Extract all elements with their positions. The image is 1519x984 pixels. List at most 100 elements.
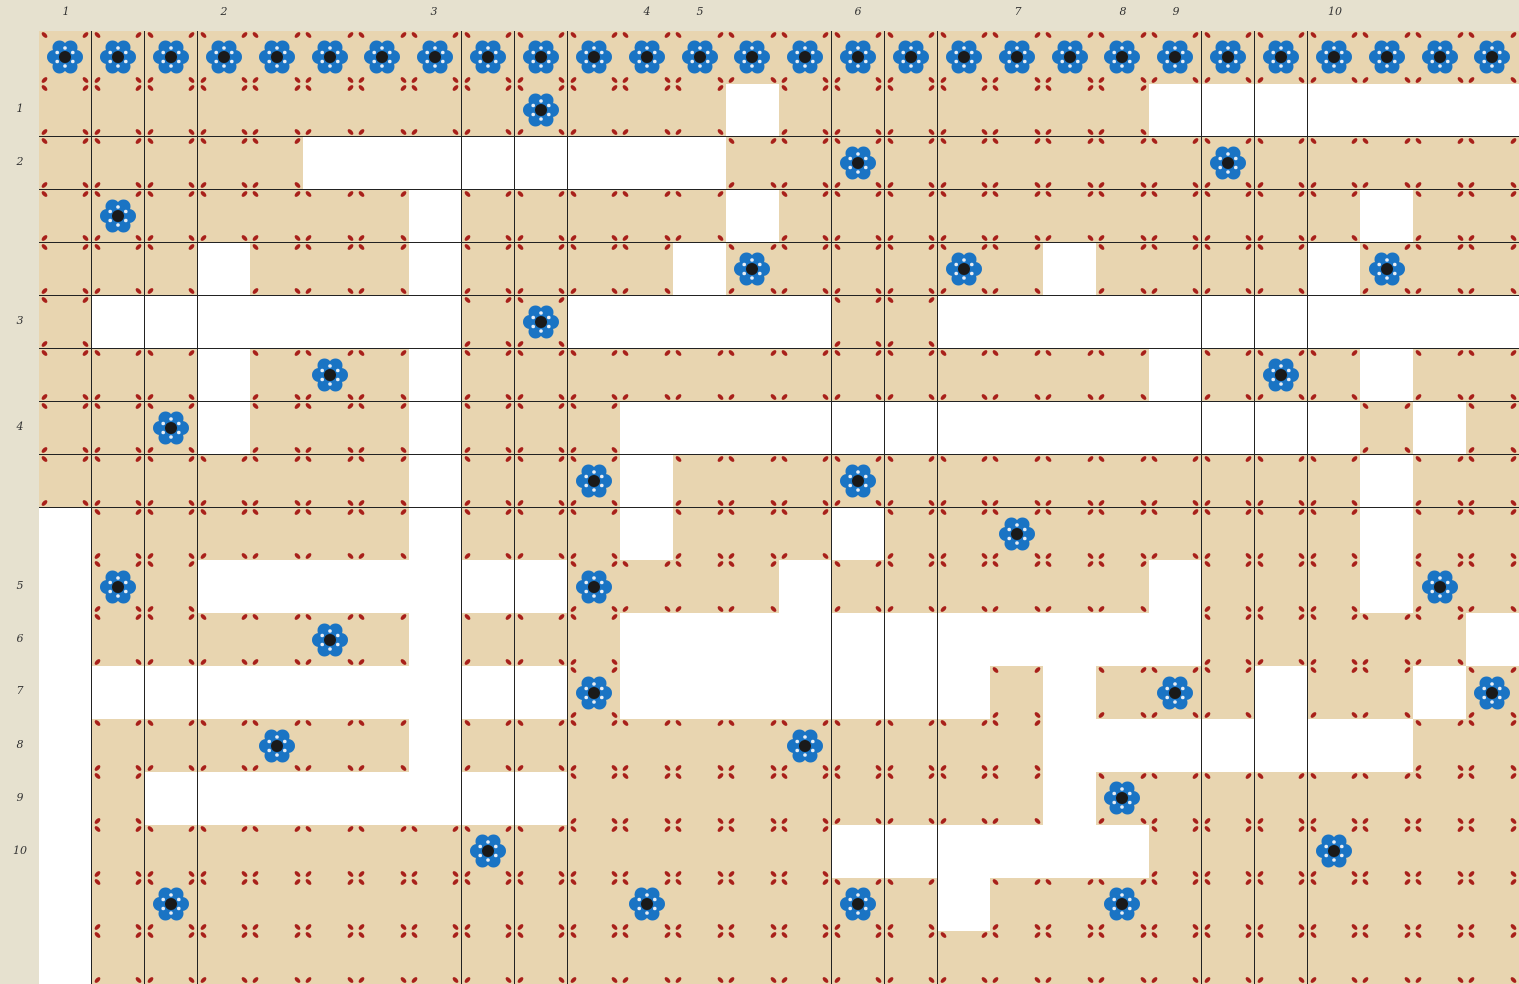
floor-cell[interactable] — [515, 402, 568, 456]
floor-cell[interactable] — [145, 84, 198, 138]
floor-cell[interactable] — [356, 243, 409, 297]
floor-cell[interactable] — [1413, 349, 1466, 403]
path-cell[interactable] — [1255, 84, 1308, 138]
path-cell[interactable] — [726, 190, 779, 244]
path-cell[interactable] — [885, 666, 938, 720]
path-cell[interactable] — [1360, 455, 1413, 509]
gem-cell[interactable] — [303, 613, 356, 667]
floor-cell[interactable] — [885, 296, 938, 350]
floor-cell[interactable] — [92, 772, 145, 826]
path-cell[interactable] — [409, 455, 462, 509]
floor-cell[interactable] — [990, 560, 1043, 614]
floor-cell[interactable] — [1202, 190, 1255, 244]
floor-cell[interactable] — [92, 719, 145, 773]
path-cell[interactable] — [1466, 84, 1519, 138]
floor-cell[interactable] — [1360, 666, 1413, 720]
gem-cell[interactable] — [1202, 137, 1255, 191]
path-cell[interactable] — [1149, 719, 1202, 773]
floor-cell[interactable] — [198, 84, 251, 138]
floor-cell[interactable] — [620, 243, 673, 297]
path-cell[interactable] — [1043, 613, 1096, 667]
floor-cell[interactable] — [1360, 931, 1413, 984]
path-cell[interactable] — [145, 296, 198, 350]
floor-cell[interactable] — [356, 349, 409, 403]
floor-cell[interactable] — [1308, 772, 1361, 826]
gem-cell[interactable] — [462, 31, 515, 85]
floor-cell[interactable] — [938, 772, 991, 826]
floor-cell[interactable] — [356, 402, 409, 456]
floor-cell[interactable] — [356, 190, 409, 244]
floor-cell[interactable] — [1202, 455, 1255, 509]
floor-cell[interactable] — [673, 772, 726, 826]
floor-cell[interactable] — [1255, 825, 1308, 879]
floor-cell[interactable] — [1308, 137, 1361, 191]
floor-cell[interactable] — [568, 878, 621, 932]
floor-cell[interactable] — [1096, 508, 1149, 562]
floor-cell[interactable] — [990, 772, 1043, 826]
gem-cell[interactable] — [198, 31, 251, 85]
path-cell[interactable] — [1308, 84, 1361, 138]
floor-cell[interactable] — [1360, 878, 1413, 932]
floor-cell[interactable] — [462, 84, 515, 138]
path-cell[interactable] — [92, 296, 145, 350]
floor-cell[interactable] — [303, 508, 356, 562]
floor-cell[interactable] — [1308, 508, 1361, 562]
floor-cell[interactable] — [250, 190, 303, 244]
path-cell[interactable] — [1043, 402, 1096, 456]
path-cell[interactable] — [1255, 296, 1308, 350]
floor-cell[interactable] — [1149, 931, 1202, 984]
floor-cell[interactable] — [1308, 560, 1361, 614]
floor-cell[interactable] — [250, 84, 303, 138]
path-cell[interactable] — [938, 825, 991, 879]
path-cell[interactable] — [1360, 84, 1413, 138]
path-cell[interactable] — [409, 508, 462, 562]
floor-cell[interactable] — [198, 931, 251, 984]
gem-cell[interactable] — [1149, 666, 1202, 720]
path-cell[interactable] — [726, 666, 779, 720]
floor-cell[interactable] — [515, 719, 568, 773]
path-cell[interactable] — [620, 666, 673, 720]
floor-cell[interactable] — [1202, 666, 1255, 720]
floor-cell[interactable] — [726, 137, 779, 191]
floor-cell[interactable] — [1466, 878, 1519, 932]
floor-cell[interactable] — [462, 190, 515, 244]
path-cell[interactable] — [409, 137, 462, 191]
path-cell[interactable] — [39, 825, 92, 879]
floor-cell[interactable] — [726, 349, 779, 403]
floor-cell[interactable] — [356, 613, 409, 667]
gem-cell[interactable] — [145, 31, 198, 85]
path-cell[interactable] — [515, 560, 568, 614]
floor-cell[interactable] — [250, 508, 303, 562]
gem-cell[interactable] — [832, 137, 885, 191]
path-cell[interactable] — [145, 772, 198, 826]
floor-cell[interactable] — [779, 243, 832, 297]
path-cell[interactable] — [1043, 719, 1096, 773]
floor-cell[interactable] — [92, 243, 145, 297]
floor-cell[interactable] — [356, 455, 409, 509]
floor-cell[interactable] — [673, 931, 726, 984]
path-cell[interactable] — [1043, 666, 1096, 720]
path-cell[interactable] — [726, 84, 779, 138]
gem-cell[interactable] — [250, 719, 303, 773]
floor-cell[interactable] — [462, 402, 515, 456]
path-cell[interactable] — [620, 296, 673, 350]
path-cell[interactable] — [990, 825, 1043, 879]
path-cell[interactable] — [779, 296, 832, 350]
floor-cell[interactable] — [198, 878, 251, 932]
gem-cell[interactable] — [568, 560, 621, 614]
floor-cell[interactable] — [1149, 508, 1202, 562]
floor-cell[interactable] — [250, 931, 303, 984]
path-cell[interactable] — [250, 560, 303, 614]
floor-cell[interactable] — [1308, 878, 1361, 932]
floor-cell[interactable] — [462, 349, 515, 403]
path-cell[interactable] — [1096, 613, 1149, 667]
floor-cell[interactable] — [1360, 137, 1413, 191]
floor-cell[interactable] — [1466, 772, 1519, 826]
path-cell[interactable] — [673, 296, 726, 350]
floor-cell[interactable] — [620, 772, 673, 826]
floor-cell[interactable] — [938, 137, 991, 191]
path-cell[interactable] — [779, 613, 832, 667]
path-cell[interactable] — [409, 349, 462, 403]
path-cell[interactable] — [938, 666, 991, 720]
floor-cell[interactable] — [92, 137, 145, 191]
